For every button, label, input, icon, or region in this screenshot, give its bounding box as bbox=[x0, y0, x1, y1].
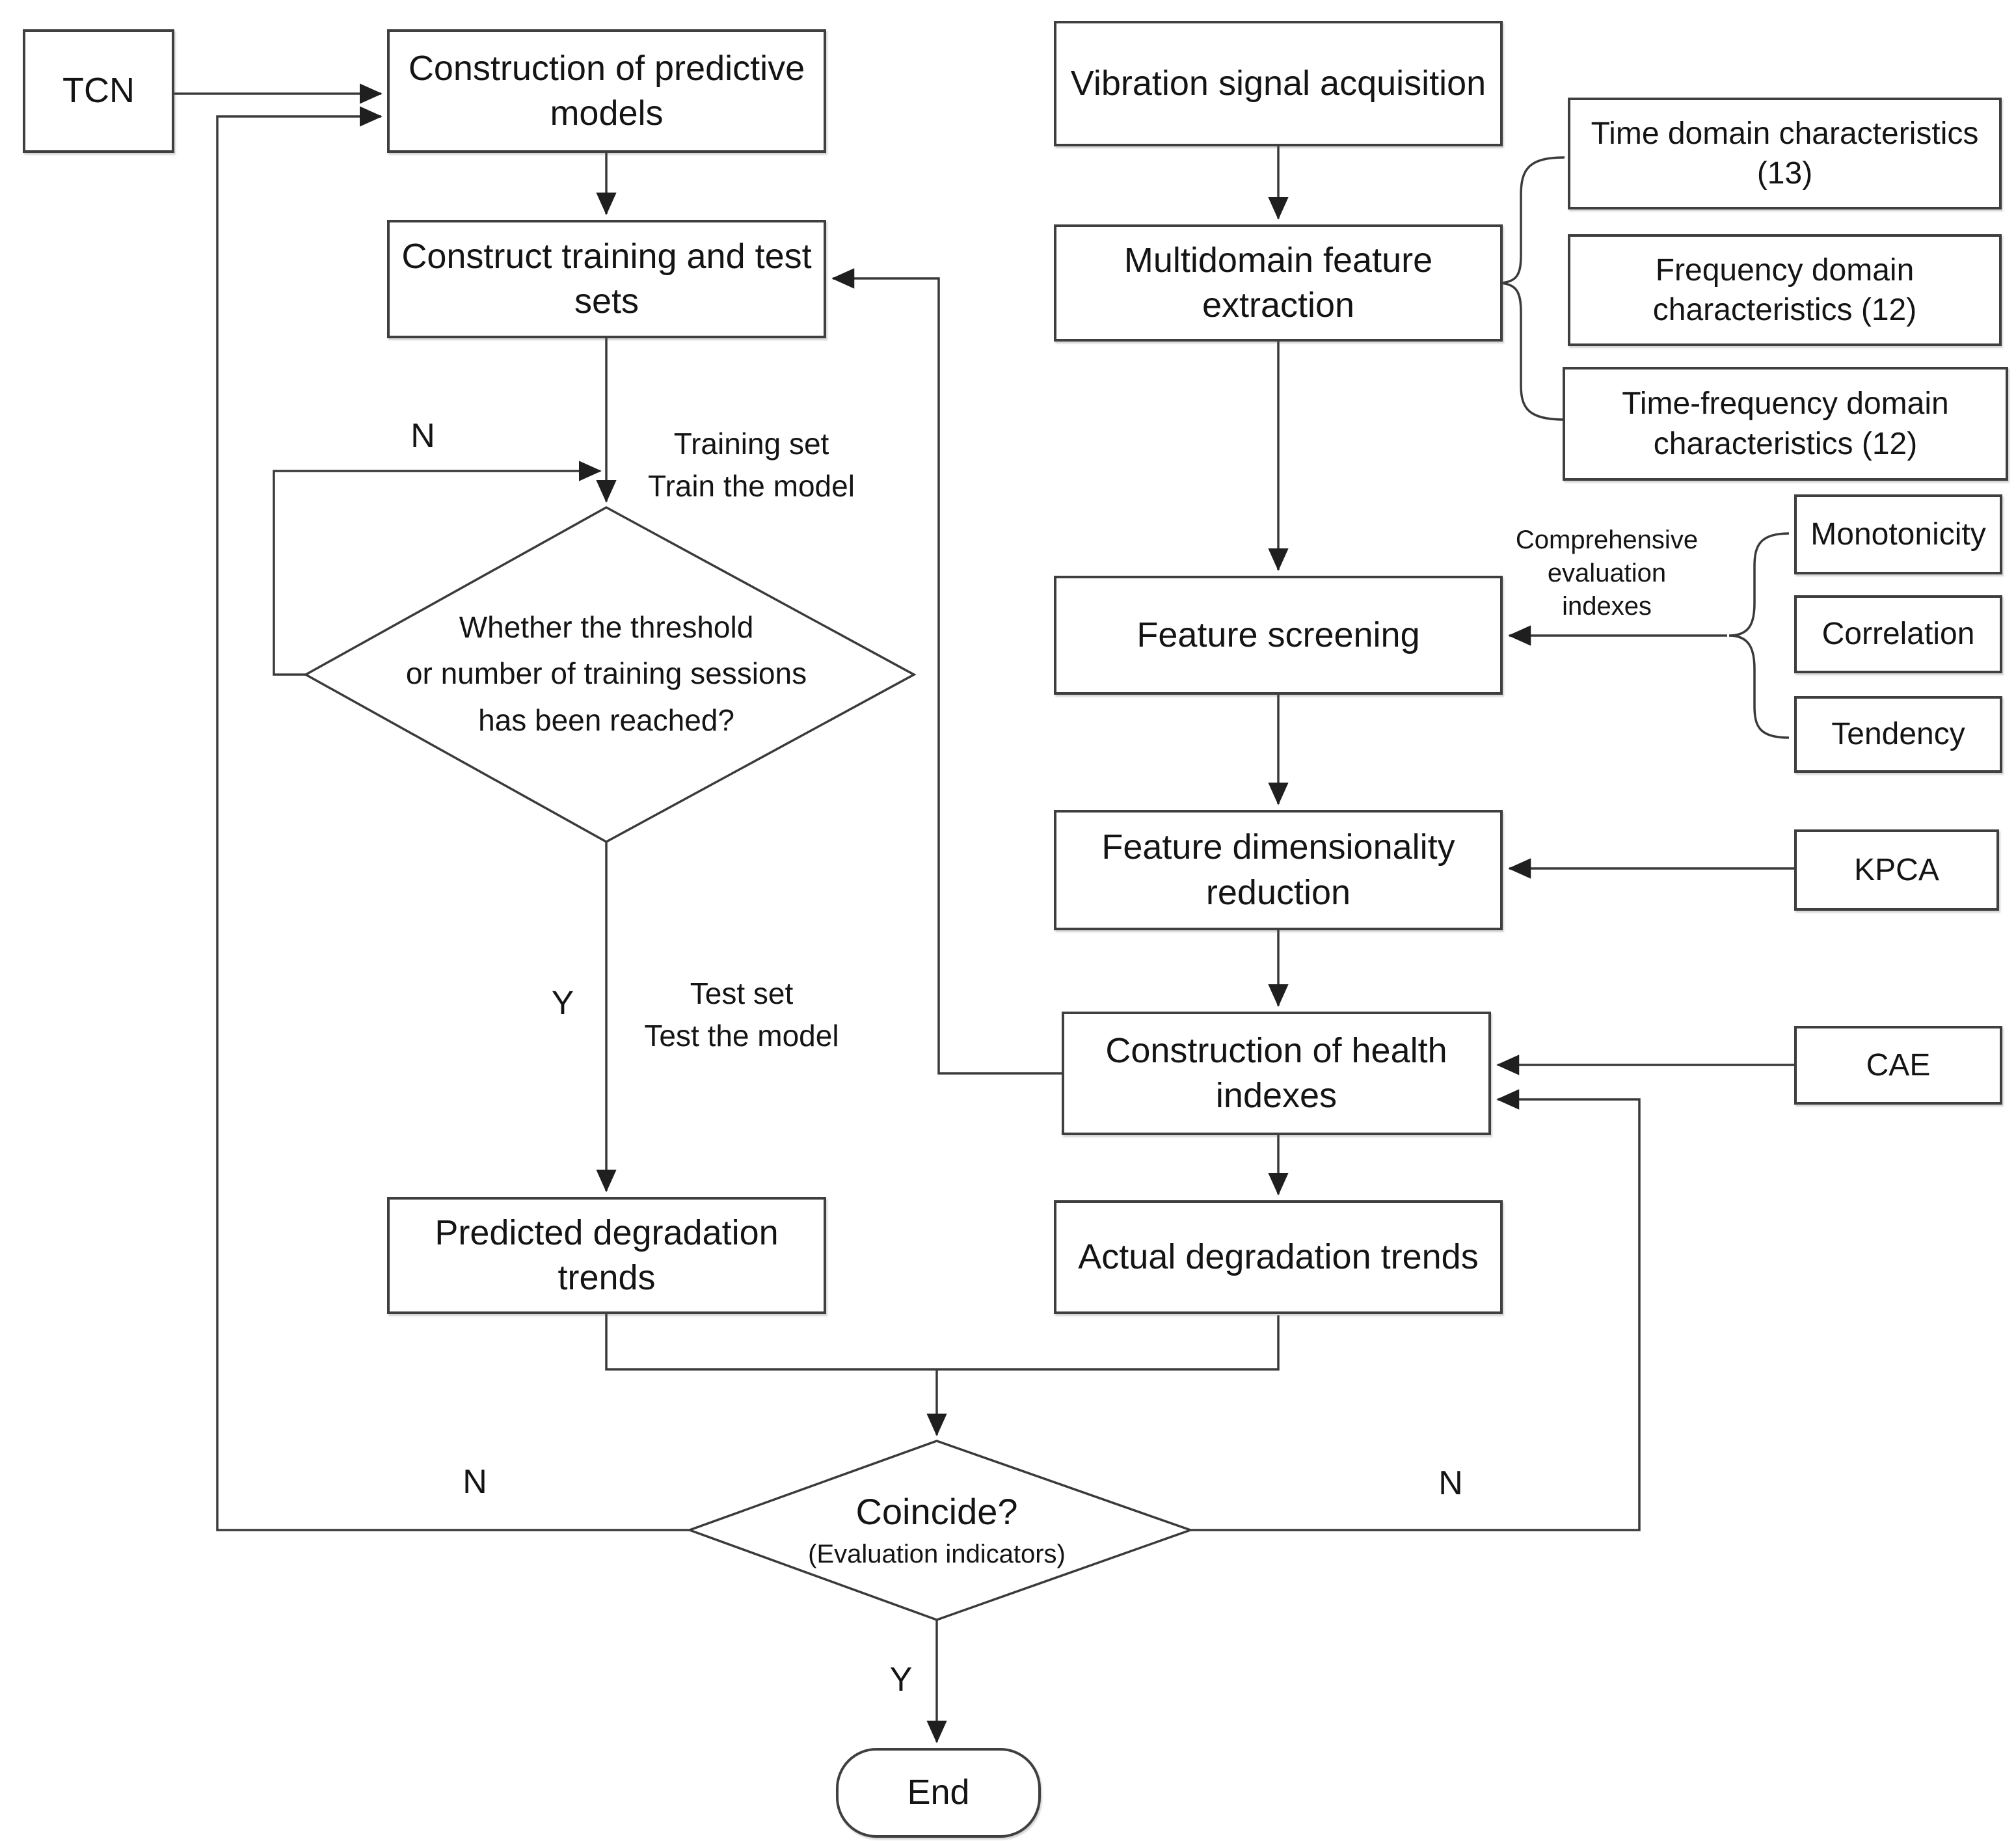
label-training-line2: Train the model bbox=[648, 469, 855, 504]
connector-threshold-n-loop bbox=[273, 461, 602, 676]
node-feature-dim: Feature dimensionality reduction bbox=[1054, 810, 1503, 930]
node-end: End bbox=[836, 1748, 1041, 1838]
label-comp-line1: Comprehensive bbox=[1515, 526, 1699, 554]
node-tf-domain: Time-frequency domain characteristics (1… bbox=[1563, 367, 2008, 481]
label-n-left: N bbox=[463, 1463, 487, 1501]
label-n-right: N bbox=[1438, 1464, 1463, 1502]
node-correlation: Correlation bbox=[1794, 595, 2002, 673]
coincide-line2: (Evaluation indicators) bbox=[808, 1540, 1066, 1569]
label-training-line1: Training set bbox=[673, 427, 829, 461]
node-tcn: TCN bbox=[23, 29, 174, 153]
label-comp-line2: evaluation bbox=[1547, 559, 1667, 588]
node-tf-domain-label: Time-frequency domain characteristics (1… bbox=[1622, 386, 1949, 461]
node-freq-domain-label: Frequency domain characteristics (12) bbox=[1652, 252, 1917, 327]
node-feature-dim-label: Feature dimensionality reduction bbox=[1101, 827, 1455, 912]
connector-coincide-n-right-feedback bbox=[1190, 1089, 1641, 1531]
label-y-test: Y bbox=[551, 984, 574, 1022]
node-tendency: Tendency bbox=[1794, 696, 2002, 773]
node-time-domain: Time domain characteristics (13) bbox=[1568, 98, 2002, 209]
threshold-decision-diamond bbox=[303, 506, 917, 843]
node-predicted-trends-label: Predicted degradation trends bbox=[435, 1213, 779, 1297]
node-monotonicity: Monotonicity bbox=[1794, 494, 2002, 574]
node-multidomain-label: Multidomain feature extraction bbox=[1123, 240, 1433, 325]
label-comprehensive-indexes: Comprehensive evaluation indexes bbox=[1509, 524, 1704, 624]
node-correlation-label: Correlation bbox=[1821, 617, 1975, 652]
node-vibration-label: Vibration signal acquisition bbox=[1070, 63, 1486, 103]
brace-multidomain-characteristics bbox=[1497, 156, 1565, 421]
node-tendency-label: Tendency bbox=[1831, 717, 1965, 752]
node-feature-screening: Feature screening bbox=[1054, 576, 1503, 695]
node-predicted-trends: Predicted degradation trends bbox=[387, 1197, 826, 1314]
connector-health-to-training-sets bbox=[831, 268, 1062, 1075]
node-cae-label: CAE bbox=[1866, 1047, 1931, 1082]
node-time-domain-label: Time domain characteristics (13) bbox=[1591, 116, 1979, 191]
label-comp-line3: indexes bbox=[1562, 592, 1652, 621]
coincide-line1: Coincide? bbox=[855, 1491, 1018, 1532]
node-end-label: End bbox=[907, 1773, 970, 1812]
node-cae: CAE bbox=[1794, 1026, 2002, 1105]
node-actual-trends-label: Actual degradation trends bbox=[1078, 1237, 1479, 1276]
threshold-line3: has been reached? bbox=[478, 703, 734, 737]
node-feature-screening-label: Feature screening bbox=[1136, 615, 1420, 654]
node-tcn-label: TCN bbox=[62, 71, 135, 111]
label-test-line2: Test the model bbox=[644, 1019, 839, 1053]
label-training-set: Training set Train the model bbox=[621, 423, 881, 508]
node-health-indexes-label: Construction of health indexes bbox=[1105, 1030, 1447, 1115]
node-freq-domain: Frequency domain characteristics (12) bbox=[1568, 234, 2002, 346]
threshold-line2: or number of training sessions bbox=[405, 656, 807, 691]
node-construction-predictive-label: Construction of predictive models bbox=[408, 48, 805, 133]
node-monotonicity-label: Monotonicity bbox=[1810, 517, 1986, 552]
threshold-line1: Whether the threshold bbox=[459, 610, 754, 644]
node-construct-training: Construct training and test sets bbox=[387, 220, 826, 338]
label-y-end: Y bbox=[889, 1661, 913, 1699]
connector-coincide-n-left-feedback bbox=[216, 106, 690, 1531]
brace-evaluation-indexes bbox=[1728, 532, 1790, 739]
node-vibration: Vibration signal acquisition bbox=[1054, 21, 1503, 146]
label-test-set: Test set Test the model bbox=[612, 973, 872, 1058]
label-test-line1: Test set bbox=[690, 976, 794, 1010]
label-n-loop: N bbox=[410, 417, 435, 455]
node-multidomain: Multidomain feature extraction bbox=[1054, 224, 1503, 342]
connector-trends-merge bbox=[605, 1314, 1280, 1371]
node-kpca-label: KPCA bbox=[1854, 852, 1939, 887]
node-health-indexes: Construction of health indexes bbox=[1062, 1012, 1491, 1135]
coincide-decision-diamond bbox=[686, 1440, 1194, 1621]
node-actual-trends: Actual degradation trends bbox=[1054, 1200, 1503, 1314]
node-construct-training-label: Construct training and test sets bbox=[401, 236, 812, 321]
threshold-diamond-text: Whether the threshold or number of train… bbox=[332, 604, 881, 744]
coincide-diamond-text: Coincide? (Evaluation indicators) bbox=[742, 1490, 1132, 1569]
node-kpca: KPCA bbox=[1794, 829, 1999, 911]
node-construction-predictive: Construction of predictive models bbox=[387, 29, 826, 153]
